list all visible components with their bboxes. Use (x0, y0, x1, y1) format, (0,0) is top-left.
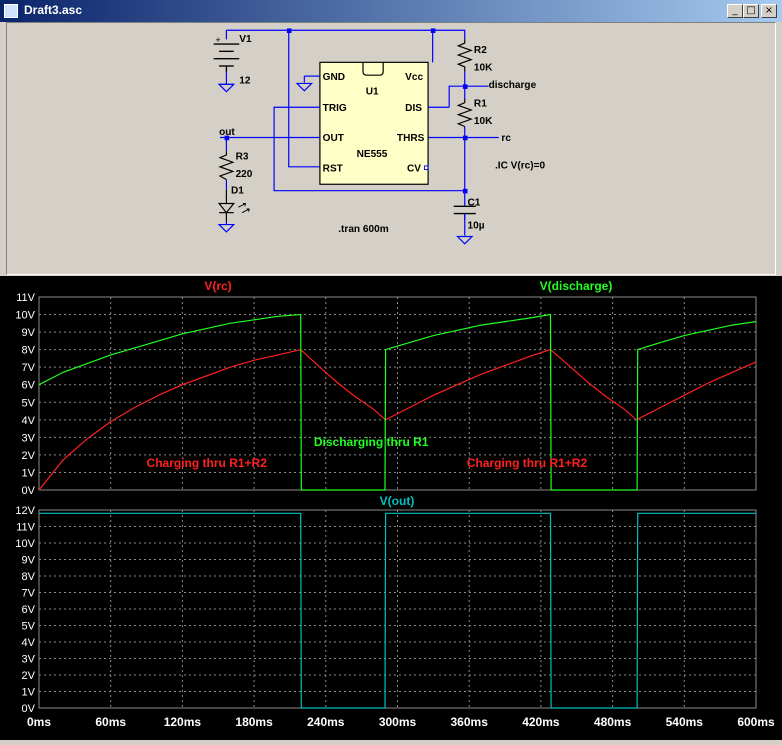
x-tick-label: 60ms (95, 715, 126, 729)
y-tick-label: 7V (22, 588, 36, 600)
x-tick-label: 600ms (737, 715, 775, 729)
minimize-button[interactable]: _ (727, 4, 743, 18)
r2-label: R2 (474, 45, 487, 56)
y-tick-label: 8V (22, 345, 36, 357)
cv-pin-icon (423, 165, 429, 171)
ne555-chip[interactable] (319, 61, 429, 185)
pin-dis: DIS (405, 103, 422, 114)
ground-icon (217, 223, 236, 233)
y-tick-label: 10V (15, 310, 35, 322)
y-tick-label: 1V (22, 467, 36, 479)
r2-resistor-icon[interactable] (456, 39, 473, 72)
series-line-vrc (38, 348, 757, 491)
x-tick-label: 300ms (379, 715, 417, 729)
pin-out: OUT (323, 133, 345, 144)
d1-led-icon[interactable] (217, 189, 250, 222)
series-line-vout (39, 512, 756, 709)
series-line-vdischarge (38, 313, 757, 491)
u1-part: NE555 (357, 149, 388, 160)
r3-value: 220 (236, 169, 253, 180)
chip-notch-icon (362, 62, 384, 76)
x-tick-label: 420ms (522, 715, 560, 729)
r1-resistor-icon[interactable] (456, 99, 473, 128)
x-tick-label: 360ms (451, 715, 489, 729)
close-button[interactable]: × (761, 4, 777, 18)
y-tick-label: 5V (22, 397, 36, 409)
plot-frame-1 (38, 509, 757, 709)
pin-cv: CV (407, 163, 421, 174)
c1-label: C1 (468, 197, 481, 208)
y-tick-label: 8V (22, 571, 36, 583)
chart-annotation: Charging thru R1+R2 (147, 456, 268, 470)
y-tick-label: 6V (22, 604, 36, 616)
r3-label: R3 (236, 152, 249, 163)
waveform-viewer[interactable]: 0V 1V 2V 3V 4V 5V 6V 7V 8V 9V 10V 11V V(rc) V(dischar… (0, 276, 782, 740)
y-tick-label: 1V (22, 687, 36, 699)
waveform-canvas[interactable]: 0V 1V 2V 3V 4V 5V 6V 7V 8V 9V 10V 11V V(rc) V(dischar… (0, 276, 782, 740)
y-tick-label: 9V (22, 555, 36, 567)
d1-label: D1 (231, 185, 244, 196)
y-tick-label: 5V (22, 621, 36, 633)
y-tick-label: 0V (22, 485, 36, 497)
y-tick-label: 11V (16, 292, 35, 304)
y-tick-label: 6V (22, 380, 36, 392)
pin-gnd: GND (323, 72, 345, 83)
x-tick-label: 180ms (235, 715, 273, 729)
net-label-rc: rc (501, 133, 511, 144)
ground-icon (295, 82, 314, 92)
y-tick-label: 3V (22, 432, 36, 444)
net-label-out: out (219, 127, 235, 138)
legend-vrc[interactable]: V(rc) (204, 279, 231, 293)
maximize-button[interactable]: □ (743, 4, 759, 18)
tran-directive[interactable]: .tran 600m (338, 224, 388, 235)
y-tick-label: 0V (22, 703, 36, 715)
schematic-canvas[interactable]: + V1 12 GND Vcc U1 TRIG DIS OUT THRS NE5… (0, 0, 770, 253)
title-bar: Draft3.asc _ □ × (0, 0, 782, 22)
pin-rst: RST (323, 163, 344, 174)
x-tick-label: 120ms (164, 715, 202, 729)
pin-trig: TRIG (323, 103, 347, 114)
u1-label: U1 (366, 86, 379, 97)
y-tick-label: 9V (22, 327, 36, 339)
v1-battery-icon[interactable] (213, 43, 240, 72)
window-title: Draft3.asc (24, 3, 83, 17)
y-tick-label: 2V (22, 670, 36, 682)
y-tick-label: 2V (22, 450, 36, 462)
x-tick-label: 480ms (594, 715, 632, 729)
legend-vdischarge[interactable]: V(discharge) (540, 279, 613, 293)
c1-value: 10µ (468, 220, 485, 231)
junctions (224, 28, 468, 194)
y-tick-label: 10V (15, 538, 35, 550)
y-tick-label: 11V (16, 522, 35, 534)
net-label-discharge: discharge (489, 80, 537, 91)
ground-icon (455, 235, 474, 245)
r3-resistor-icon[interactable] (218, 151, 235, 181)
r1-label: R1 (474, 98, 487, 109)
v1-label: V1 (239, 34, 252, 45)
ic-directive[interactable]: .IC V(rc)=0 (495, 161, 546, 172)
x-tick-label: 240ms (307, 715, 345, 729)
y-tick-label: 4V (22, 637, 36, 649)
y-tick-label: 4V (22, 415, 36, 427)
chart-annotation: Discharging thru R1 (314, 435, 429, 449)
schematic-panel[interactable]: + V1 12 GND Vcc U1 TRIG DIS OUT THRS NE5… (6, 22, 776, 275)
y-tick-label: 3V (22, 654, 36, 666)
pin-vcc: Vcc (405, 72, 423, 83)
y-tick-label: 12V (15, 505, 35, 517)
r1-value: 10K (474, 116, 493, 127)
x-tick-label: 540ms (666, 715, 704, 729)
ground-icon (217, 77, 236, 93)
wires (219, 29, 499, 236)
pin-thrs: THRS (397, 133, 425, 144)
legend-vout[interactable]: V(out) (380, 494, 415, 508)
y-tick-label: 7V (22, 362, 36, 374)
v1-plus-sign: + (215, 35, 220, 45)
app-icon (4, 4, 18, 18)
r2-value: 10K (474, 63, 493, 74)
v1-value: 12 (239, 75, 251, 86)
chart-annotation: Charging thru R1+R2 (467, 456, 588, 470)
c1-capacitor-icon[interactable] (453, 205, 476, 220)
x-tick-label: 0ms (27, 715, 51, 729)
